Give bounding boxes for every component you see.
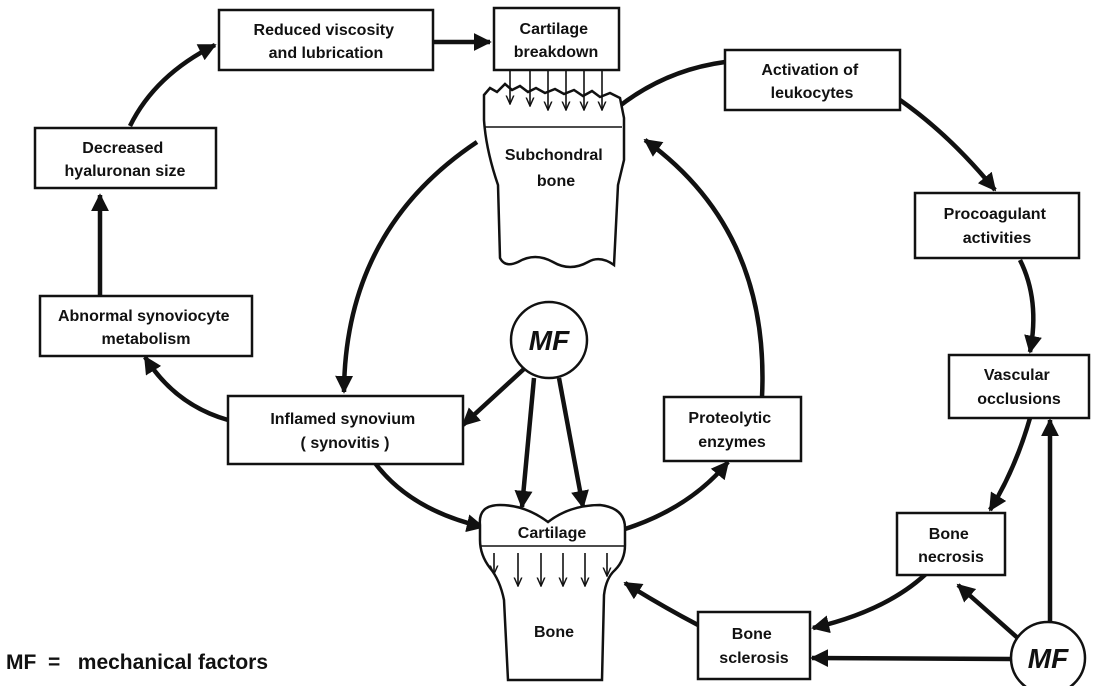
edge-vascular-to-necrosis: [990, 418, 1030, 510]
cartilage-bone-figure: Cartilage Bone: [480, 505, 625, 680]
legend-equals: =: [48, 651, 60, 674]
edge-mf-to-cartilage-right: [559, 378, 583, 507]
node-inflamed-synovium: Inflamed synovium ( synovitis ): [228, 396, 463, 464]
legend-text: mechanical factors: [78, 651, 268, 674]
node-decreased-hyaluronan: Decreased hyaluronan size: [35, 128, 216, 188]
node-bone-necrosis: Bone necrosis: [897, 513, 1005, 575]
edge-leukocytes-to-procoagulant: [900, 100, 995, 190]
edge-synovium-to-synoviocyte: [145, 357, 228, 420]
edge-mf-to-synovium: [463, 368, 525, 425]
edge-hyaluronan-to-viscosity: [130, 45, 215, 126]
edge-necrosis-to-sclerosis: [813, 570, 930, 628]
edge-cartilage-to-enzymes: [625, 462, 728, 529]
edge-bone-to-leukocytes: [617, 62, 725, 108]
edge-mf-to-cartilage-left: [522, 378, 534, 507]
edge-synovium-to-cartilage: [375, 463, 483, 527]
edge-sclerosis-to-bone: [625, 583, 698, 625]
node-mf-right: MF: [1011, 622, 1085, 686]
node-abnormal-synoviocyte: Abnormal synoviocyte metabolism: [40, 296, 252, 356]
legend: MF = mechanical factors: [6, 651, 268, 675]
edge-bone-to-synovium: [344, 142, 477, 392]
mf-center-label: MF: [529, 325, 570, 356]
cartilage-label: Cartilage: [518, 525, 587, 542]
node-procoagulant: Procoagulant activities: [915, 193, 1079, 258]
edge-mfright-to-sclerosis: [812, 658, 1010, 659]
bone-label: Bone: [534, 624, 574, 641]
edge-mfright-to-necrosis: [958, 585, 1020, 640]
node-vascular-occlusions: Vascular occlusions: [949, 355, 1089, 418]
legend-abbr: MF: [6, 651, 36, 674]
mf-right-label: MF: [1028, 643, 1069, 674]
subchondral-bone-figure: Subchondral bone: [484, 70, 624, 267]
edge-enzymes-to-bone: [645, 140, 762, 397]
node-proteolytic-enzymes: Proteolytic enzymes: [664, 397, 801, 461]
node-cartilage-breakdown: Cartilage breakdown: [494, 8, 619, 70]
edge-procoagulant-to-vascular: [1020, 260, 1033, 352]
node-reduced-viscosity: Reduced viscosity and lubrication: [219, 10, 433, 70]
node-bone-sclerosis: Bone sclerosis: [698, 612, 810, 679]
node-activation-leukocytes: Activation of leukocytes: [725, 50, 900, 110]
node-mf-center: MF: [511, 302, 587, 378]
